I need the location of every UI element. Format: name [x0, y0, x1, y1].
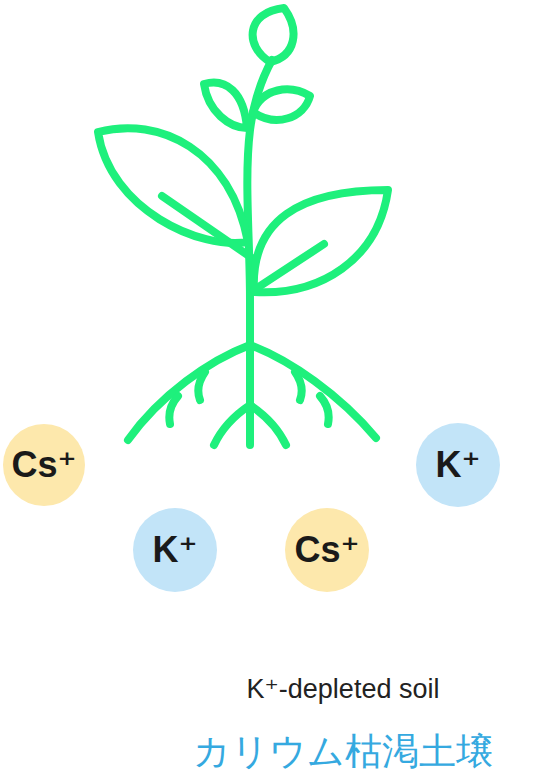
big-right-leaf: [254, 190, 388, 292]
small-left-leaf: [204, 83, 247, 128]
ion-circle: K⁺: [133, 508, 217, 592]
big-left-vein: [162, 196, 252, 258]
japanese-caption: カリウム枯渇土壌: [193, 732, 493, 773]
ion-symbol: K⁺: [153, 532, 198, 568]
top-leaf: [253, 8, 294, 62]
ion-symbol: K⁺: [436, 447, 481, 483]
ion-symbol: Cs⁺: [294, 532, 359, 568]
ion-symbol: Cs⁺: [11, 447, 76, 483]
root-center: [214, 380, 286, 445]
ion-circle: Cs⁺: [285, 508, 369, 592]
ion-circle: K⁺: [416, 423, 500, 507]
big-right-vein: [254, 244, 324, 290]
rootlet: [169, 372, 328, 424]
ion-circle: Cs⁺: [3, 424, 85, 506]
small-right-leaf: [253, 89, 310, 119]
big-left-leaf: [98, 128, 248, 243]
english-caption: K⁺-depleted soil: [247, 675, 440, 705]
